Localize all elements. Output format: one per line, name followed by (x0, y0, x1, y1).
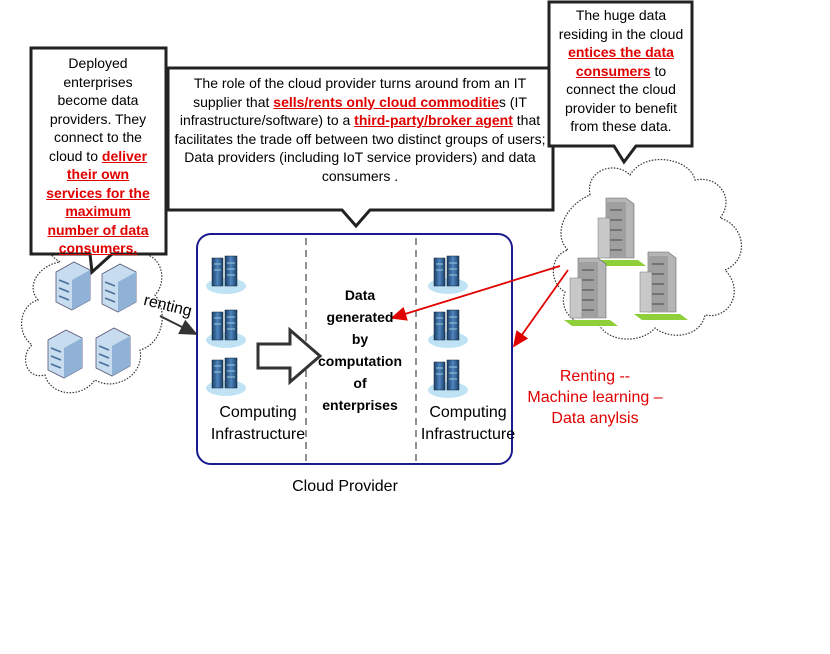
callout-left-bubble (29, 46, 168, 276)
center-line-5: of (353, 375, 367, 391)
consumer-to-data-arrow (390, 265, 561, 321)
server-icon (205, 255, 247, 295)
callout-top-text-2: s (IT infrastructure/software) to a (179, 93, 527, 129)
center-line-2: generated (326, 309, 394, 325)
center-line-4: computation (318, 353, 402, 369)
callout-left-text-1: Deployed enterprises become data provide… (48, 55, 147, 164)
renting-red-line-2: Machine learning – (527, 389, 663, 406)
renting-red-line-1: Renting -- (559, 368, 631, 385)
renting-red-line-3: Data anylsis (551, 410, 639, 427)
computing-infrastructure-left-label: Computing Infrastructure (196, 402, 320, 446)
enterprise-building-icon (95, 327, 131, 377)
callout-left-highlight: deliver their own services for the maxim… (46, 147, 150, 257)
callout-left-text: Deployed enterprises become data provide… (36, 54, 160, 258)
callout-right-text: The huge data residing in the cloud enti… (554, 6, 688, 136)
computing-infrastructure-right-label: Computing Infrastructure (410, 402, 526, 446)
renting-ml-analysis-label: Renting -- Machine learning – Data anyls… (510, 366, 680, 429)
callout-top-highlight-2: third-party/broker agent (354, 112, 513, 128)
server-icon (427, 359, 469, 399)
callout-right-bubble (547, 0, 694, 165)
compute-to-data-arrow (256, 326, 323, 386)
infra-right-line-2: Infrastructure (420, 426, 516, 443)
infra-left-line-2: Infrastructure (210, 426, 306, 443)
callout-right-highlight: entices the data consumers (568, 44, 674, 79)
center-line-3: by (351, 331, 369, 347)
enterprise-building-icon (101, 263, 137, 313)
center-line-6: enterprises (322, 397, 398, 413)
center-line-1: Data (344, 287, 376, 303)
infra-left-line-1: Computing (219, 404, 297, 421)
cloud-provider-label: Cloud Provider (292, 478, 398, 495)
callout-right-text-2: to connect the cloud provider to benefit… (564, 62, 678, 135)
data-generated-label: Data generated by computation of enterpr… (305, 284, 415, 416)
callout-top-text-3: that facilitates the trade off between t… (174, 112, 546, 184)
server-icon (205, 357, 247, 397)
enterprise-building-icon (55, 261, 91, 311)
infra-right-line-1: Computing (429, 404, 507, 421)
enterprise-building-icon (47, 329, 83, 379)
callout-top-text: The role of the cloud provider turns aro… (170, 74, 550, 185)
server-icon (427, 255, 469, 295)
server-icon (205, 309, 247, 349)
callout-right-text-1: The huge data residing in the cloud (558, 7, 684, 42)
cloud-provider-box (196, 233, 513, 465)
renting-arrow (159, 315, 198, 335)
callout-top-text-1: The role of the cloud provider turns aro… (193, 75, 527, 110)
consumer-to-provider-arrow (512, 269, 569, 348)
callout-top-highlight-1: sells/rents only cloud commoditie (273, 93, 499, 110)
server-icon (427, 309, 469, 349)
